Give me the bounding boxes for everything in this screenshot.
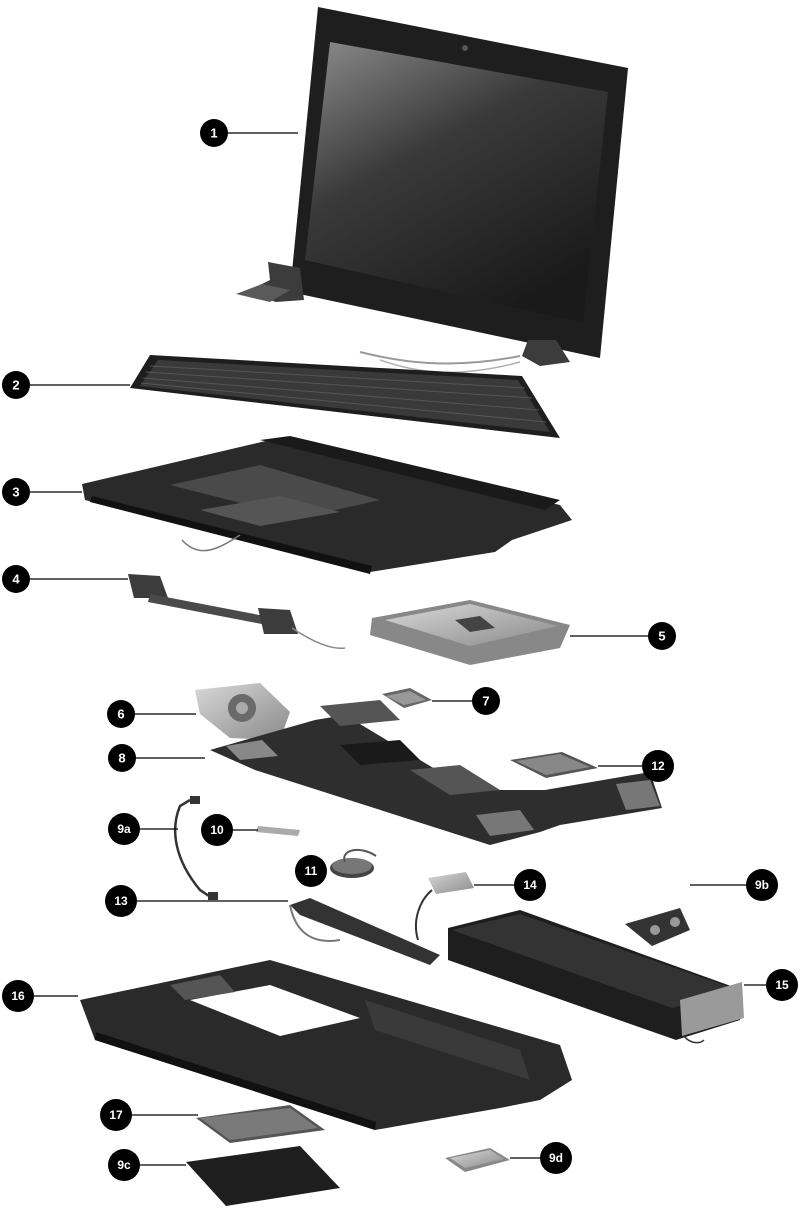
callout-9c: 9c — [108, 1149, 186, 1181]
part-rtc-battery — [330, 850, 376, 878]
part-led-board — [290, 898, 440, 965]
part-wlan-module — [382, 688, 432, 708]
callout-9d: 9d — [510, 1142, 572, 1174]
part-base-enclosure — [80, 960, 572, 1130]
callout-11: 11 — [295, 855, 327, 887]
callout-7: 7 — [432, 687, 500, 715]
callout-label: 17 — [109, 1108, 123, 1122]
callout-label: 11 — [305, 864, 318, 878]
callout-label: 7 — [482, 694, 489, 709]
callout-label: 2 — [12, 378, 19, 393]
callout-3: 3 — [2, 478, 82, 506]
part-battery — [448, 910, 744, 1043]
callout-label: 1 — [210, 126, 217, 141]
part-cable-9a — [175, 796, 218, 900]
callout-label: 8 — [118, 751, 125, 766]
callout-label: 10 — [210, 823, 224, 837]
callout-5: 5 — [570, 622, 676, 650]
part-cable-10 — [256, 826, 300, 836]
callout-label: 13 — [114, 894, 128, 908]
callout-label: 9a — [117, 822, 131, 836]
callout-label: 3 — [12, 485, 19, 500]
callout-16: 16 — [2, 980, 78, 1012]
callout-label: 6 — [117, 707, 124, 722]
callout-label: 16 — [11, 989, 25, 1003]
part-speakers — [128, 574, 345, 648]
callout-17: 17 — [100, 1099, 198, 1131]
callout-label: 15 — [775, 978, 789, 992]
callout-4: 4 — [2, 565, 128, 593]
callout-8: 8 — [108, 744, 205, 772]
callout-10: 10 — [201, 814, 258, 846]
callout-6: 6 — [107, 700, 196, 728]
callout-14: 14 — [474, 869, 546, 901]
part-display-assembly — [236, 7, 628, 372]
callout-label: 4 — [12, 572, 20, 587]
callout-label: 14 — [523, 878, 537, 892]
part-9c — [186, 1146, 340, 1206]
callout-9a: 9a — [108, 813, 178, 845]
part-9d — [445, 1148, 510, 1172]
callout-2: 2 — [2, 371, 130, 399]
part-17 — [196, 1105, 325, 1143]
callout-label: 9d — [549, 1151, 563, 1165]
part-wwan-module — [510, 752, 598, 778]
part-top-cover — [82, 436, 572, 574]
callout-label: 9b — [755, 878, 769, 892]
part-hard-drive — [370, 600, 570, 665]
part-9b — [625, 908, 690, 946]
callout-9b: 9b — [690, 869, 778, 901]
callout-label: 12 — [651, 759, 665, 773]
callout-15: 15 — [744, 969, 798, 1001]
callout-label: 5 — [658, 629, 665, 644]
callout-1: 1 — [200, 119, 298, 147]
callout-13: 13 — [105, 885, 288, 917]
callout-label: 9c — [117, 1158, 131, 1172]
